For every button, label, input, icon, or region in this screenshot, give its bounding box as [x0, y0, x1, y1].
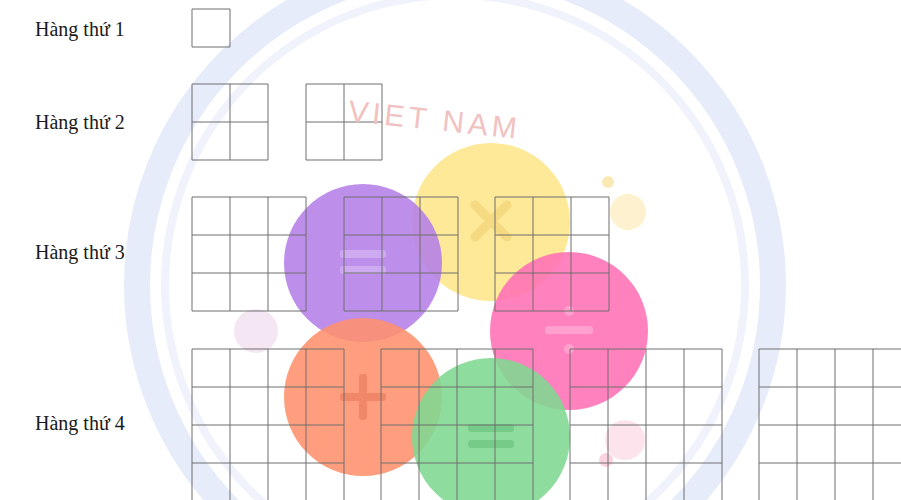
watermark-ring	[137, 0, 773, 500]
decor-dot	[234, 309, 278, 353]
watermark-ring	[165, 0, 745, 500]
square-grid	[759, 349, 901, 500]
decor-dot	[605, 420, 645, 460]
watermark-text: VIET NAM	[347, 93, 523, 147]
square-grid	[192, 197, 306, 311]
row-label: Hàng thứ 2	[35, 110, 125, 134]
square-grid	[192, 349, 344, 500]
square-grid	[192, 9, 230, 47]
row-label: Hàng thứ 4	[35, 411, 125, 435]
decor-dot	[602, 176, 614, 188]
math-symbols	[340, 205, 593, 448]
row-label: Hàng thứ 3	[35, 240, 125, 264]
decor-dot	[599, 453, 613, 467]
square-grid	[381, 349, 533, 500]
row-label: Hàng thứ 1	[35, 17, 125, 41]
decor-dot	[610, 194, 646, 230]
square-grid	[495, 197, 609, 311]
square-grid	[344, 197, 458, 311]
square-grid	[570, 349, 722, 500]
square-grid	[192, 84, 268, 160]
color-bubble	[412, 358, 570, 500]
